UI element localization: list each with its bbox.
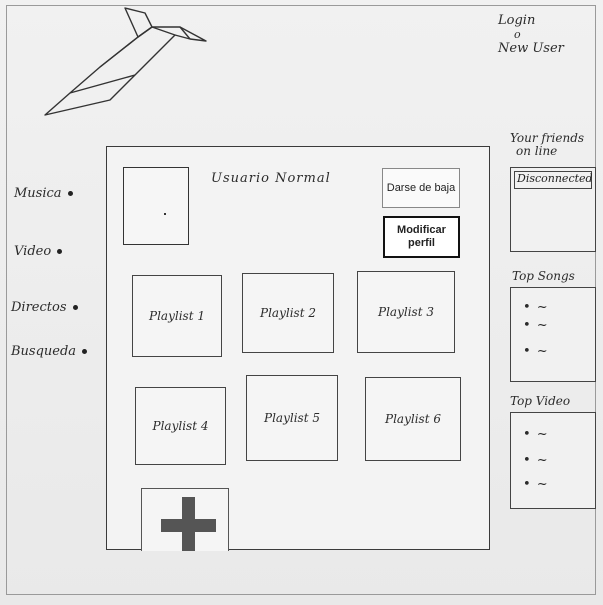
nav-label: Musica (14, 186, 62, 201)
top-video-item[interactable]: • ~ (523, 477, 549, 492)
top-songs-title: Top Songs (512, 269, 575, 283)
nav-label: Directos (11, 300, 67, 315)
playlist-tile-4[interactable]: Playlist 4 (135, 387, 226, 465)
top-video-item[interactable]: • ~ (523, 427, 549, 442)
top-song-item[interactable]: • ~ (523, 318, 549, 333)
playlist-tile-1[interactable]: Playlist 1 (132, 275, 222, 357)
friends-panel: Disconnected (510, 167, 596, 252)
friends-status: Disconnected (514, 171, 593, 189)
bullet-icon (72, 305, 78, 310)
nav-item-directos[interactable]: Directos (11, 300, 78, 315)
friends-title-line1: Your friends (510, 131, 585, 145)
profile-panel: Usuario Normal Darse de baja Modificar p… (106, 146, 490, 551)
top-songs-panel: • ~ • ~ • ~ (510, 287, 596, 382)
bullet-icon (67, 191, 73, 196)
login-link[interactable]: Login (498, 13, 536, 28)
bullet-icon (57, 249, 63, 254)
playlist-tile-3[interactable]: Playlist 3 (357, 271, 455, 353)
top-song-item[interactable]: • ~ (523, 344, 549, 359)
edit-profile-label-line2: perfil (408, 237, 435, 249)
unsubscribe-button[interactable]: Darse de baja (382, 168, 460, 208)
playlist-label: Playlist 5 (264, 411, 320, 425)
or-separator: o (514, 28, 521, 41)
auth-links: Login o New User (498, 14, 593, 56)
friends-title: Your friends on line (510, 132, 584, 158)
playlist-label: Playlist 6 (385, 412, 441, 426)
nav-label: Video (14, 244, 52, 259)
top-video-panel: • ~ • ~ • ~ (510, 412, 596, 509)
add-playlist-button[interactable] (141, 488, 229, 551)
top-video-title: Top Video (510, 394, 571, 408)
avatar (123, 167, 189, 245)
new-user-link[interactable]: New User (498, 41, 564, 56)
nav-label: Busqueda (11, 344, 77, 359)
nav-item-video[interactable]: Video (14, 244, 63, 259)
edit-profile-label-line1: Modificar (397, 224, 446, 236)
friends-title-line2: on line (516, 144, 558, 158)
playlist-label: Playlist 1 (149, 309, 205, 323)
playlist-label: Playlist 4 (152, 419, 209, 433)
playlist-tile-2[interactable]: Playlist 2 (242, 273, 334, 353)
nav-item-busqueda[interactable]: Busqueda (11, 344, 88, 359)
nav-item-musica[interactable]: Musica (14, 186, 73, 201)
playlist-label: Playlist 3 (378, 305, 434, 319)
edit-profile-button[interactable]: Modificar perfil (383, 216, 460, 258)
username: Usuario Normal (211, 171, 331, 186)
playlist-label: Playlist 2 (260, 306, 316, 320)
playlist-tile-6[interactable]: Playlist 6 (365, 377, 461, 461)
bullet-icon (82, 349, 88, 354)
unsubscribe-label: Darse de baja (386, 182, 456, 194)
top-video-item[interactable]: • ~ (523, 453, 549, 468)
bird-logo-icon[interactable] (40, 5, 210, 120)
top-song-item[interactable]: • ~ (523, 300, 549, 315)
playlist-tile-5[interactable]: Playlist 5 (246, 375, 338, 461)
